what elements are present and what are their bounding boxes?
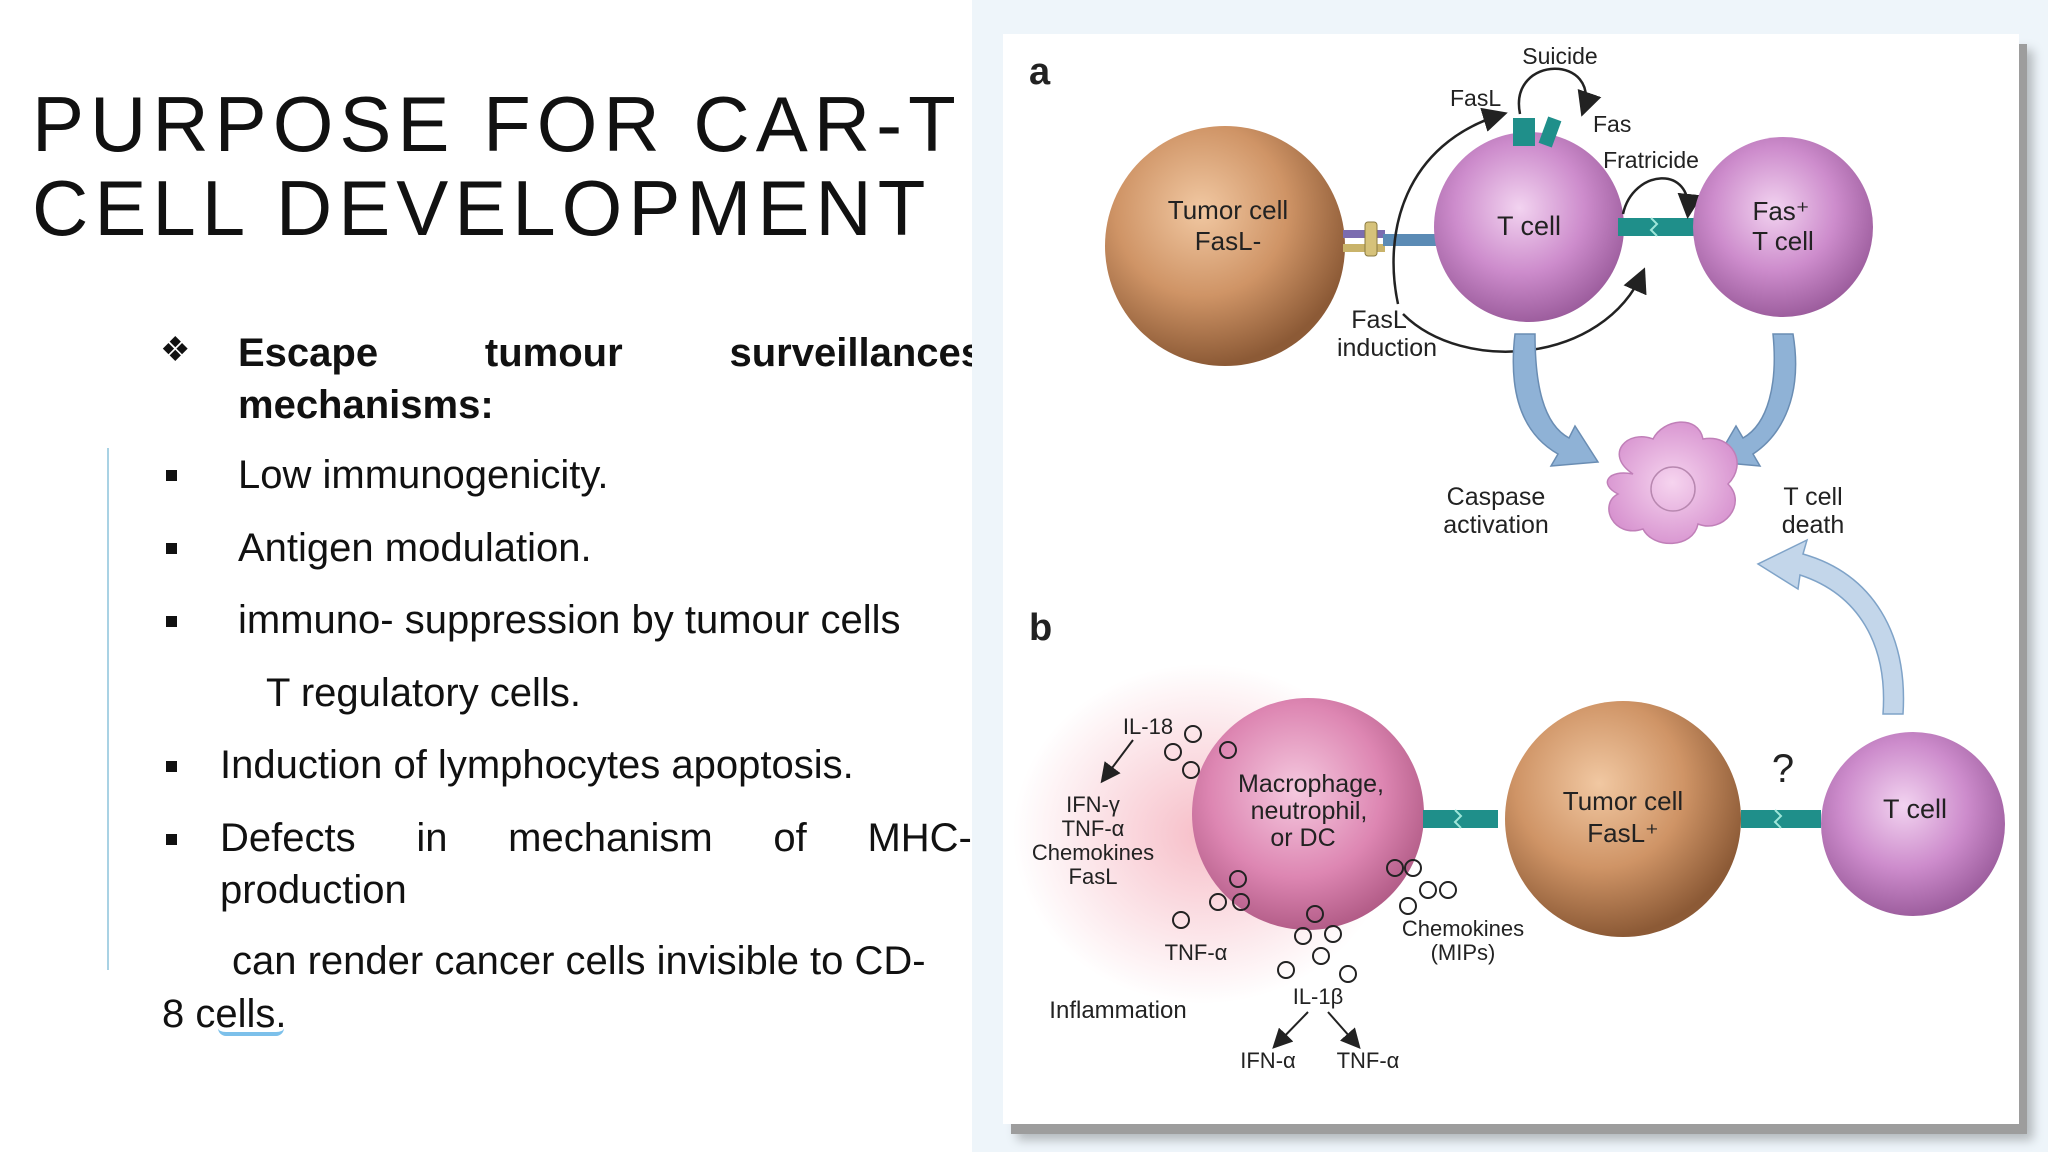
tumor-cell-b-label: Tumor cell	[1563, 786, 1683, 816]
fasl-induction-label: FasL	[1351, 306, 1407, 334]
receptor-icon	[1343, 230, 1385, 238]
bullet-item: Antigen modulation.	[238, 526, 592, 570]
bullet-item-word: of	[773, 816, 807, 860]
il1b-arrow-left	[1272, 1011, 1309, 1049]
receptor-icon	[1343, 244, 1385, 252]
fas-t-cell	[1693, 137, 1873, 317]
slide-title-line-1: PURPOSE FOR CAR-T	[32, 80, 962, 168]
ifn-alpha-label: IFN-α	[1240, 1048, 1296, 1073]
cell-connector	[1618, 218, 1698, 236]
square-bullet-icon	[166, 761, 177, 772]
t-cell-a	[1434, 132, 1624, 322]
spellcheck-underline	[218, 1024, 284, 1036]
connector-zigzag	[1649, 217, 1659, 237]
heading-word: mechanisms:	[238, 383, 494, 427]
death-arrow-up	[1756, 538, 1905, 715]
tumor-cell-b-label: FasL⁺	[1587, 818, 1659, 848]
fas-t-cell-label: T cell	[1752, 226, 1814, 256]
bullet-item-word: Defects	[220, 816, 356, 860]
cytokine-label: IFN-γ	[1066, 792, 1120, 817]
square-bullet-icon	[166, 834, 177, 845]
fratricide-arrow	[1621, 177, 1703, 219]
t-cell-b-label: T cell	[1883, 794, 1947, 824]
receptor-icon	[1383, 234, 1439, 246]
bullet-subitem: T regulatory cells.	[266, 671, 581, 715]
suicide-label: Suicide	[1522, 43, 1597, 69]
bullet-heading: Escape tumour surveillances mechanisms:	[238, 327, 983, 431]
receptor-icon	[1364, 221, 1378, 257]
chemokines-label: Chemokines	[1402, 916, 1524, 941]
tumor-cell-a-label: FasL-	[1195, 226, 1261, 256]
slide-title-line-2: CELL DEVELOPMENT	[32, 164, 932, 252]
caspase-label: activation	[1443, 511, 1549, 539]
panel-label-b: b	[1029, 607, 1052, 649]
bullet-continuation: can render cancer cells invisible to CD-	[232, 939, 926, 983]
question-mark: ?	[1772, 747, 1794, 791]
bullet-item-line2: production	[220, 868, 407, 912]
macrophage-label: neutrophil,	[1251, 797, 1368, 825]
apoptosis-diagram: a b Tumor cell FasL- T cell Suicide FasL…	[1013, 43, 2005, 1073]
cytokine-label: Chemokines	[1032, 840, 1154, 865]
macrophage-label: Macrophage,	[1238, 770, 1384, 798]
fas-receptor-icon	[1538, 116, 1562, 148]
fas-label: Fas	[1593, 111, 1631, 137]
caspase-arrow-left	[1512, 333, 1600, 467]
il1b-label: IL-1β	[1293, 984, 1344, 1009]
cell-connector	[1423, 810, 1498, 828]
apoptotic-nucleus	[1650, 466, 1696, 512]
heading-word: surveillances	[729, 331, 984, 375]
bullet-item-word: in	[416, 816, 448, 860]
fasl-receptor-icon	[1513, 118, 1535, 146]
accent-rule	[107, 448, 109, 970]
t-cell-death-label: T cell	[1783, 483, 1842, 511]
bullet-item: immuno- suppression by tumour cells	[238, 598, 901, 642]
bullet-item: Low immunogenicity.	[238, 453, 609, 497]
tnf-alpha-label-2: TNF-α	[1337, 1048, 1400, 1073]
secreted-molecules	[1164, 725, 1457, 983]
t-cell-a-label: T cell	[1497, 211, 1561, 241]
caspase-label: Caspase	[1447, 483, 1546, 511]
connector-zigzag	[1773, 809, 1783, 829]
tnf-alpha-label: TNF-α	[1165, 940, 1228, 965]
il1b-arrow-right	[1327, 1011, 1361, 1049]
cytokine-label: FasL	[1069, 864, 1118, 889]
diamond-bullet-icon: ❖	[160, 331, 191, 369]
fasl-loop-arrow	[1392, 107, 1508, 305]
inflammation-label: Inflammation	[1049, 997, 1186, 1024]
fasl-induction-label: induction	[1337, 334, 1437, 362]
t-cell-death-label: death	[1782, 511, 1845, 539]
connector-zigzag	[1453, 809, 1463, 829]
macrophage-cell	[1192, 698, 1424, 930]
square-bullet-icon	[166, 470, 177, 481]
cell-connector	[1741, 810, 1821, 828]
heading-word: Escape	[238, 331, 379, 375]
bullet-item: Induction of lymphocytes apoptosis.	[220, 743, 854, 787]
fratricide-label: Fratricide	[1603, 147, 1699, 173]
il18-arrow	[1100, 739, 1134, 784]
fas-t-cell-label: Fas⁺	[1752, 196, 1809, 226]
t-cell-b	[1821, 732, 2005, 916]
tumor-cell-b	[1505, 701, 1741, 937]
il18-label: IL-18	[1123, 714, 1173, 739]
heading-word: tumour	[484, 331, 623, 375]
bullet-item-word: MHC-I	[867, 816, 983, 860]
tumor-cell-a	[1105, 126, 1345, 366]
slide-title: PURPOSE FOR CAR-T CELL DEVELOPMENT	[32, 82, 962, 250]
macrophage-label: or DC	[1270, 824, 1335, 852]
apoptotic-cell	[1606, 421, 1738, 545]
square-bullet-icon	[166, 543, 177, 554]
tumor-cell-a-label: Tumor cell	[1168, 195, 1288, 225]
chemokines-label: (MIPs)	[1431, 940, 1496, 965]
square-bullet-icon	[166, 616, 177, 627]
panel-label-a: a	[1029, 51, 1051, 93]
cytokine-label: TNF-α	[1062, 816, 1125, 841]
suicide-arrow	[1517, 67, 1602, 117]
bullet-item-word: mechanism	[508, 816, 713, 860]
bullet-item: Defects in mechanism of MHC-I production	[220, 812, 983, 916]
fasl-label: FasL	[1450, 85, 1501, 111]
